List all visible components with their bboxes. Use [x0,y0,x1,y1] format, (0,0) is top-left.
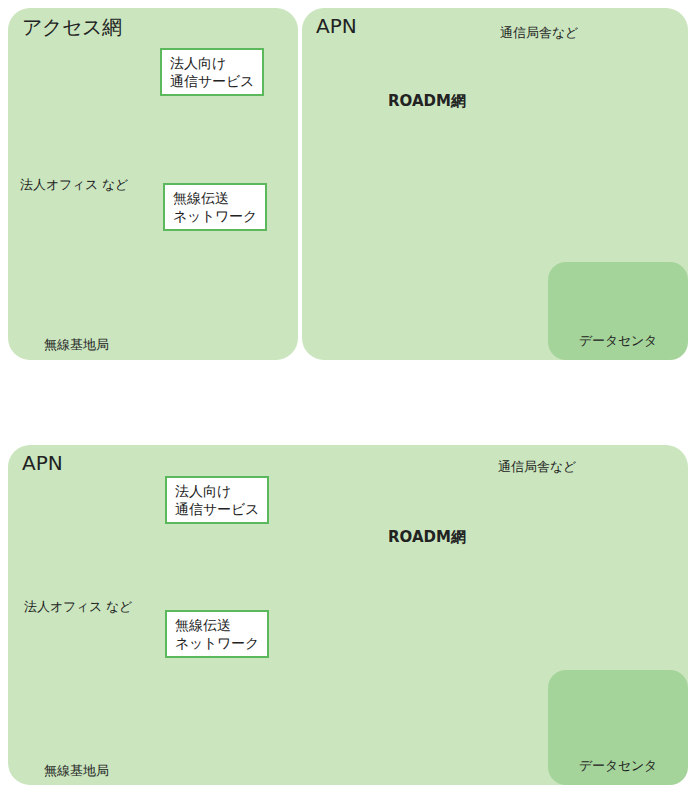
service-box: 無線伝送 ネットワーク [163,183,267,231]
place-label: 無線基地局 [44,762,109,780]
network-label: ROADM網 [388,528,466,547]
service-box: 法人向け 通信サービス [160,48,264,96]
network-region: APN 法人向け 通信サービス無線伝送 ネットワークデータセンタ [8,445,688,785]
datacenter-label: データセンタ [579,757,657,785]
network-label: ROADM網 [388,92,466,111]
place-label: 無線基地局 [44,336,109,354]
region-title: アクセス網 [22,14,122,41]
service-box: 無線伝送 ネットワーク [165,610,269,658]
region-title: APN [316,14,357,38]
box-text: 法人向け 通信サービス [175,482,259,518]
place-label: 法人オフィス など [20,176,128,194]
place-label: 通信局舎など [498,458,576,476]
datacenter-label: データセンタ [579,332,657,360]
box-text: 法人向け 通信サービス [170,54,254,90]
region-title: APN [22,451,63,475]
box-text: 無線伝送 ネットワーク [175,616,259,652]
place-label: 法人オフィス など [24,598,132,616]
datacenter-area: データセンタ [548,262,688,360]
network-region: APN データセンタ [302,8,688,360]
datacenter-area: データセンタ [548,670,688,785]
service-box: 法人向け 通信サービス [165,476,269,524]
box-text: 無線伝送 ネットワーク [173,189,257,225]
place-label: 通信局舎など [500,24,578,42]
